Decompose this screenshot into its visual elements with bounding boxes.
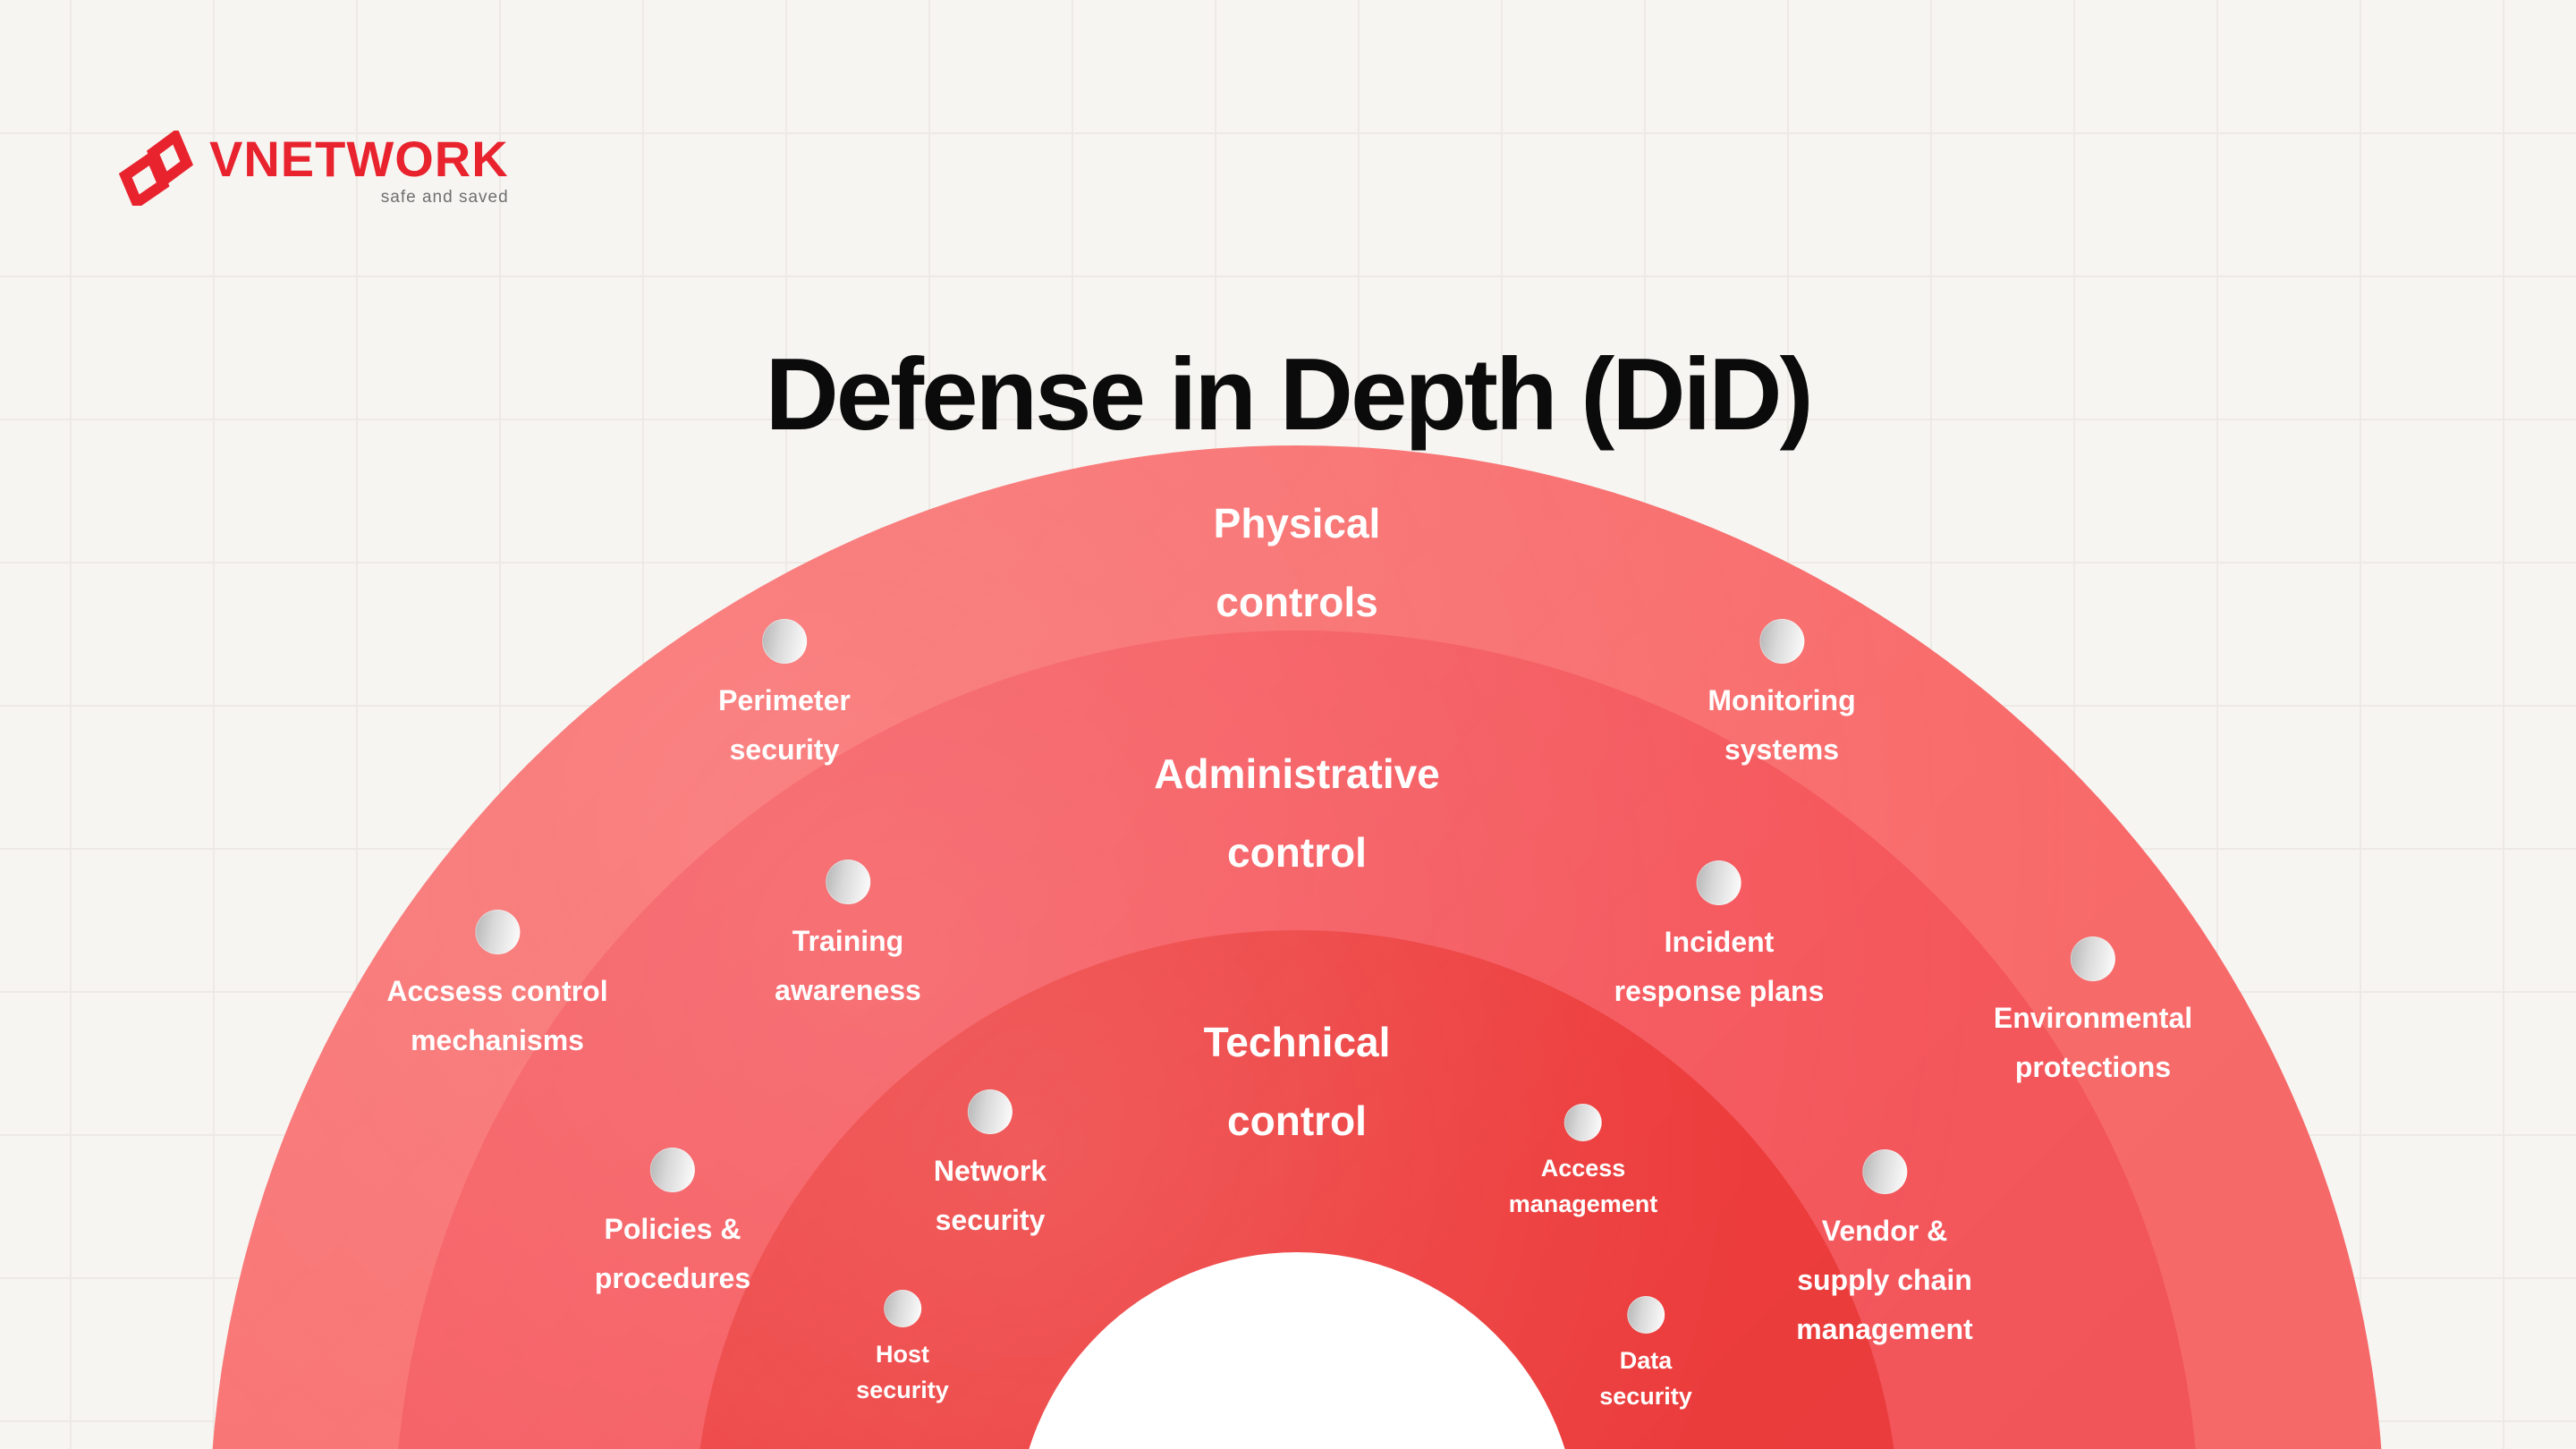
node-label: Vendor & supply chain management — [1796, 1207, 1972, 1354]
ring-title-administrative-control: Administrative control — [1154, 734, 1440, 892]
did-node-policies-procedures: Policies & procedures — [595, 1148, 750, 1303]
did-node-training-awareness: Training awareness — [775, 860, 921, 1015]
node-label: Environmental protections — [1994, 994, 2192, 1092]
node-label: Training awareness — [775, 917, 921, 1015]
page-title: Defense in Depth (DiD) — [765, 338, 1813, 453]
node-label-line: Host — [876, 1341, 929, 1368]
node-dot — [1697, 860, 1741, 905]
node-label-line: supply chain — [1797, 1264, 1972, 1296]
brand-tagline: safe and saved — [380, 188, 509, 207]
node-label-line: security — [935, 1204, 1046, 1236]
did-node-data-security: Data security — [1599, 1296, 1692, 1414]
ring-title-line: Technical — [1203, 1019, 1391, 1065]
node-dot — [1564, 1104, 1602, 1141]
node-label-line: systems — [1724, 733, 1840, 766]
node-dot — [761, 619, 807, 664]
node-label-line: Network — [933, 1155, 1047, 1187]
node-dot — [884, 1290, 921, 1327]
node-label-line: Vendor & — [1821, 1215, 1948, 1247]
node-label-line: Perimeter — [718, 684, 851, 716]
node-dot — [2070, 936, 2115, 981]
node-label-line: mechanisms — [411, 1024, 584, 1056]
node-label: Monitoring systems — [1707, 676, 1855, 775]
node-label-line: Policies & — [604, 1213, 741, 1245]
node-label: Access management — [1509, 1150, 1658, 1222]
did-node-monitoring-systems: Monitoring systems — [1707, 619, 1856, 775]
node-label-line: Environmental — [1993, 1002, 2193, 1034]
node-label-line: Monitoring — [1707, 684, 1856, 716]
node-label-line: security — [856, 1377, 949, 1403]
vnetwork-logo: VNETWORK safe and saved — [114, 131, 509, 208]
ring-title-line: controls — [1216, 579, 1378, 625]
node-label-line: management — [1508, 1191, 1658, 1217]
node-label-line: security — [1599, 1383, 1692, 1410]
node-label-line: procedures — [594, 1262, 751, 1294]
node-label-line: Training — [792, 925, 904, 957]
did-node-vendor-supply-chain-management: Vendor & supply chain management — [1796, 1149, 1973, 1354]
node-dot — [650, 1148, 695, 1192]
node-label-line: Data — [1619, 1347, 1673, 1374]
did-node-incident-response-plans: Incident response plans — [1614, 860, 1825, 1016]
node-label: Accsess control mechanisms — [386, 967, 607, 1065]
node-dot — [1861, 1149, 1907, 1194]
ring-title-line: Physical — [1213, 500, 1381, 547]
did-node-environmental-protections: Environmental protections — [1994, 936, 2192, 1092]
did-node-host-security: Host security — [856, 1290, 949, 1408]
node-label-line: Incident — [1664, 926, 1775, 958]
node-label-line: management — [1796, 1313, 1973, 1345]
ring-title-line: control — [1227, 829, 1367, 876]
node-dot — [475, 910, 520, 954]
ring-title-line: Administrative — [1154, 750, 1440, 797]
node-dot — [1627, 1296, 1665, 1334]
did-node-perimeter-security: Perimeter security — [718, 619, 851, 775]
node-label: Policies & procedures — [595, 1205, 750, 1303]
node-label: Network security — [934, 1147, 1046, 1245]
logo-text-block: VNETWORK safe and saved — [209, 131, 509, 208]
node-label-line: Access — [1540, 1155, 1626, 1182]
ring-title-technical-control: Technical control — [1204, 1003, 1391, 1160]
node-label: Host security — [856, 1336, 949, 1408]
did-node-network-security: Network security — [934, 1089, 1046, 1245]
node-label-line: Accsess control — [386, 975, 608, 1007]
node-label: Data security — [1599, 1343, 1692, 1414]
node-dot — [968, 1089, 1013, 1134]
did-node-accsess-control-mechanisms: Accsess control mechanisms — [386, 910, 608, 1065]
node-label-line: response plans — [1614, 975, 1825, 1007]
node-label-line: protections — [2014, 1051, 2172, 1083]
node-label-line: awareness — [775, 974, 921, 1006]
node-label: Incident response plans — [1614, 918, 1825, 1016]
node-dot — [825, 860, 870, 904]
brand-name: VNETWORK — [209, 131, 509, 187]
vnetwork-logo-icon — [118, 131, 193, 206]
node-label-line: security — [729, 733, 840, 766]
did-node-access-management: Access management — [1509, 1104, 1658, 1222]
node-label: Perimeter security — [718, 676, 851, 775]
ring-title-physical-controls: Physical controls — [1214, 484, 1381, 641]
node-dot — [1759, 619, 1804, 664]
ring-title-line: control — [1227, 1097, 1367, 1144]
